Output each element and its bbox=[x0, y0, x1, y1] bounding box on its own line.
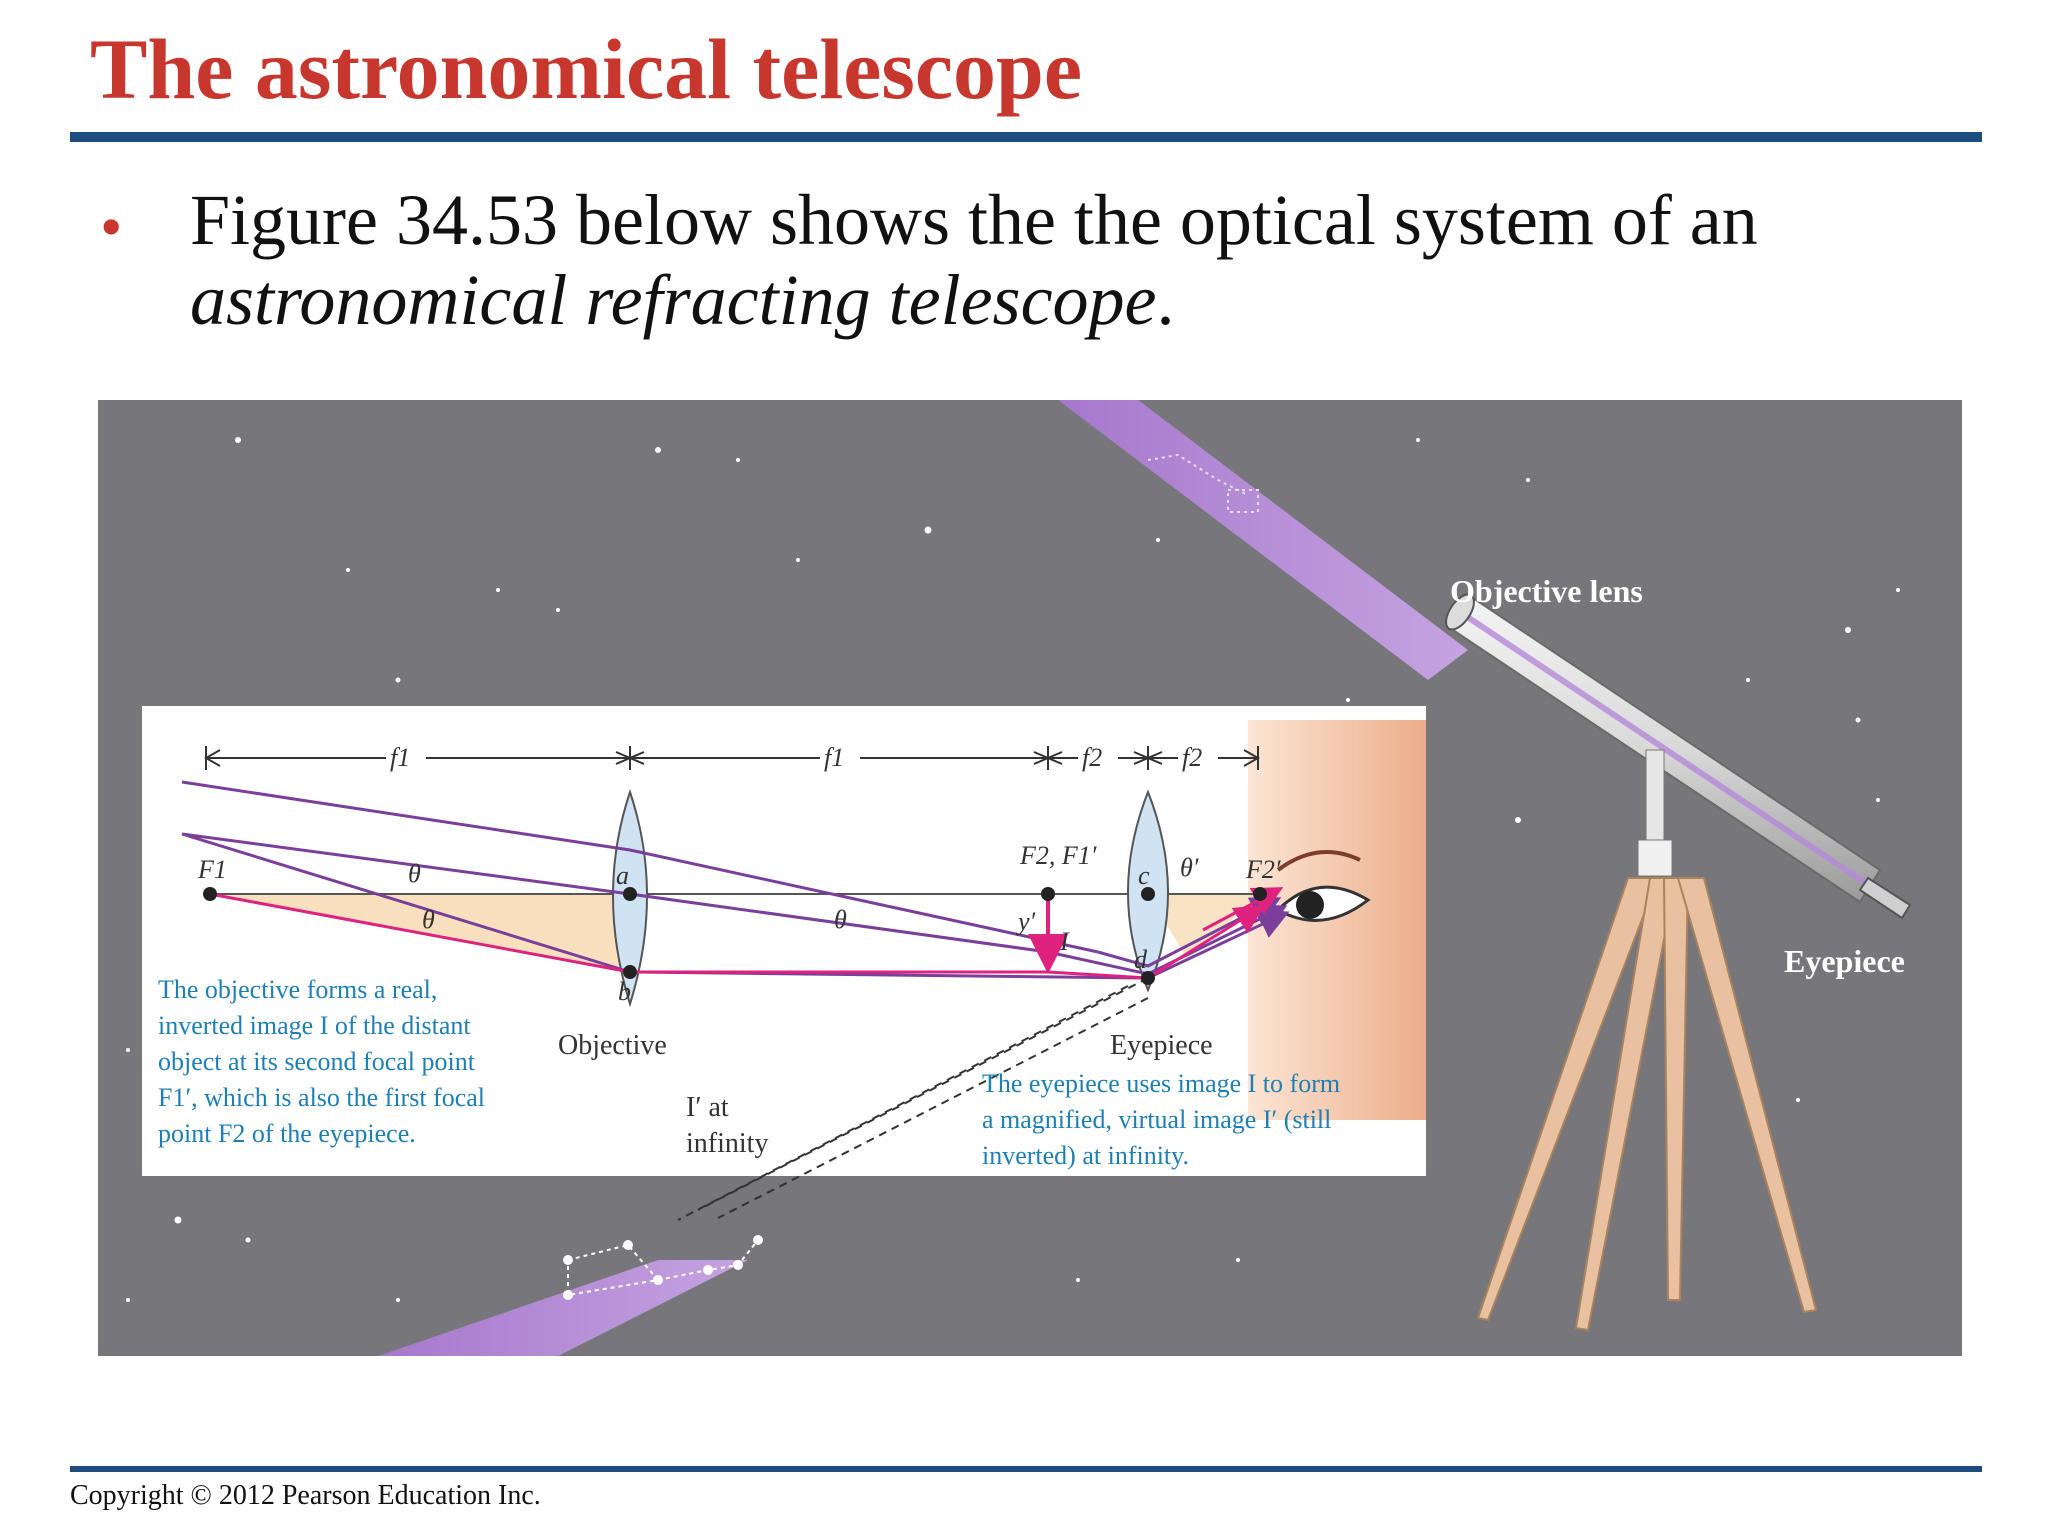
objective-lens-label: Objective lens bbox=[1450, 573, 1643, 609]
label-a: a bbox=[616, 861, 629, 890]
incoming-light-beam bbox=[1058, 400, 1468, 680]
virtual-rays bbox=[677, 977, 1149, 1221]
label-F2-F1prime: F2, F1′ bbox=[1019, 841, 1097, 870]
f1-left-label: f1 bbox=[390, 743, 410, 772]
bullet-text-main: Figure 34.53 below shows the the optical… bbox=[190, 180, 1758, 260]
stars bbox=[126, 437, 1900, 1302]
focal-points bbox=[203, 887, 1267, 985]
label-c: c bbox=[1138, 861, 1150, 890]
label-theta-prime: θ′ bbox=[1180, 853, 1199, 882]
label-F1: F1 bbox=[197, 855, 227, 884]
objective-caption-1: The objective forms a real, bbox=[158, 975, 437, 1004]
image-infinity-line2: infinity bbox=[686, 1128, 768, 1159]
label-image-I: I bbox=[1059, 927, 1070, 956]
objective-caption-5: point F2 of the eyepiece. bbox=[158, 1119, 416, 1148]
label-theta-mid: θ bbox=[834, 905, 847, 934]
telescope bbox=[1445, 593, 1912, 1332]
telescope-figure: Objective lens Eyepiece f1 f1 f2 f2 bbox=[98, 400, 1962, 1356]
image-infinity-line1: I′ at bbox=[686, 1092, 729, 1123]
constellation-bottom bbox=[563, 1235, 763, 1300]
label-yprime: y′ bbox=[1015, 907, 1036, 936]
label-F2prime: F2′ bbox=[1245, 855, 1281, 884]
label-theta-left: θ bbox=[408, 859, 421, 888]
f1-right-label: f1 bbox=[824, 743, 844, 772]
objective-label: Objective bbox=[558, 1030, 667, 1061]
eyepiece-telescope-label: Eyepiece bbox=[1784, 943, 1905, 979]
label-theta-left-lower: θ bbox=[422, 905, 435, 934]
copyright-text: Copyright © 2012 Pearson Education Inc. bbox=[70, 1480, 541, 1511]
objective-caption-3: object at its second focal point bbox=[158, 1047, 476, 1076]
objective-caption-4: F1′, which is also the first focal bbox=[158, 1083, 485, 1112]
eyepiece-caption-2: a magnified, virtual image I′ (still bbox=[982, 1105, 1331, 1134]
label-b: b bbox=[618, 977, 631, 1006]
footer-rule bbox=[70, 1466, 1982, 1472]
bullet-text-italic: astronomical refracting telescope bbox=[190, 260, 1157, 340]
constellation-top bbox=[1147, 453, 1259, 513]
bullet-marker: • bbox=[100, 191, 123, 262]
f2-right-label: f2 bbox=[1182, 743, 1202, 772]
f2-left-label: f2 bbox=[1082, 743, 1102, 772]
eyepiece-caption-3: inverted) at infinity. bbox=[982, 1141, 1189, 1170]
bullet-text: Figure 34.53 below shows the the optical… bbox=[190, 180, 1970, 340]
eyepiece-label: Eyepiece bbox=[1110, 1030, 1213, 1061]
bullet-text-end: . bbox=[1156, 260, 1175, 340]
eyepiece-caption-1: The eyepiece uses image I to form bbox=[982, 1069, 1340, 1098]
title-rule bbox=[70, 132, 1982, 142]
label-d: d bbox=[1134, 945, 1148, 974]
objective-caption-2: inverted image I of the distant bbox=[158, 1011, 471, 1040]
slide-title: The astronomical telescope bbox=[90, 21, 1083, 117]
